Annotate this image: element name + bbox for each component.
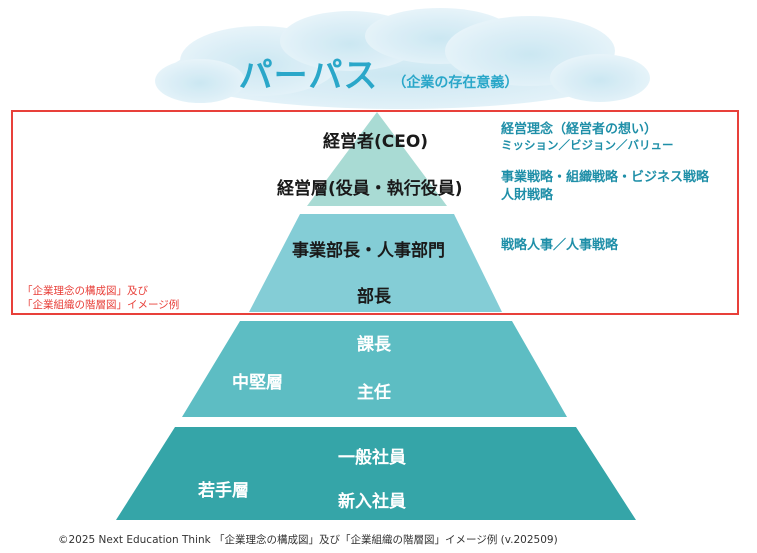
label-section-manager: 課長 [357,335,391,355]
label-new-staff: 新入社員 [338,492,406,512]
label-mid-tier: 中堅層 [232,373,283,393]
cloud-background [155,8,650,109]
label-mvv: ミッション／ビジョン／バリュー [501,138,674,152]
label-division-heads: 事業部長・人事部門 [292,241,445,261]
label-philosophy: 経営理念（経営者の想い） [501,122,658,137]
note-line1: 「企業理念の構成図」及び [22,285,148,297]
highlight-box [11,110,739,315]
label-chief: 主任 [357,383,391,403]
tier-young [116,427,636,520]
footer-credit: ©2025 Next Education Think 「企業理念の構成図」及び「… [58,534,558,546]
note-line2: 「企業組織の階層図」イメージ例 [22,299,180,311]
label-dept-manager: 部長 [357,287,391,307]
label-hr-strategy: 人財戦略 [501,188,554,203]
label-young-tier: 若手層 [198,481,249,501]
tier-top-management [249,214,502,312]
tier-executive [307,112,447,206]
label-executives: 経営層(役員・執行役員) [277,179,463,199]
tier-mid [182,321,567,417]
label-ceo: 経営者(CEO) [323,132,429,152]
purpose-title-main: パーパス [238,56,379,96]
purpose-title-sub: （企業の存在意義） [392,75,519,91]
purpose-title: パーパス （企業の存在意義） [0,48,757,97]
label-hr-plan: 戦略人事／人事戦略 [501,238,619,253]
label-general-staff: 一般社員 [338,448,406,468]
label-strategy: 事業戦略・組織戦略・ビジネス戦略 [501,170,710,185]
